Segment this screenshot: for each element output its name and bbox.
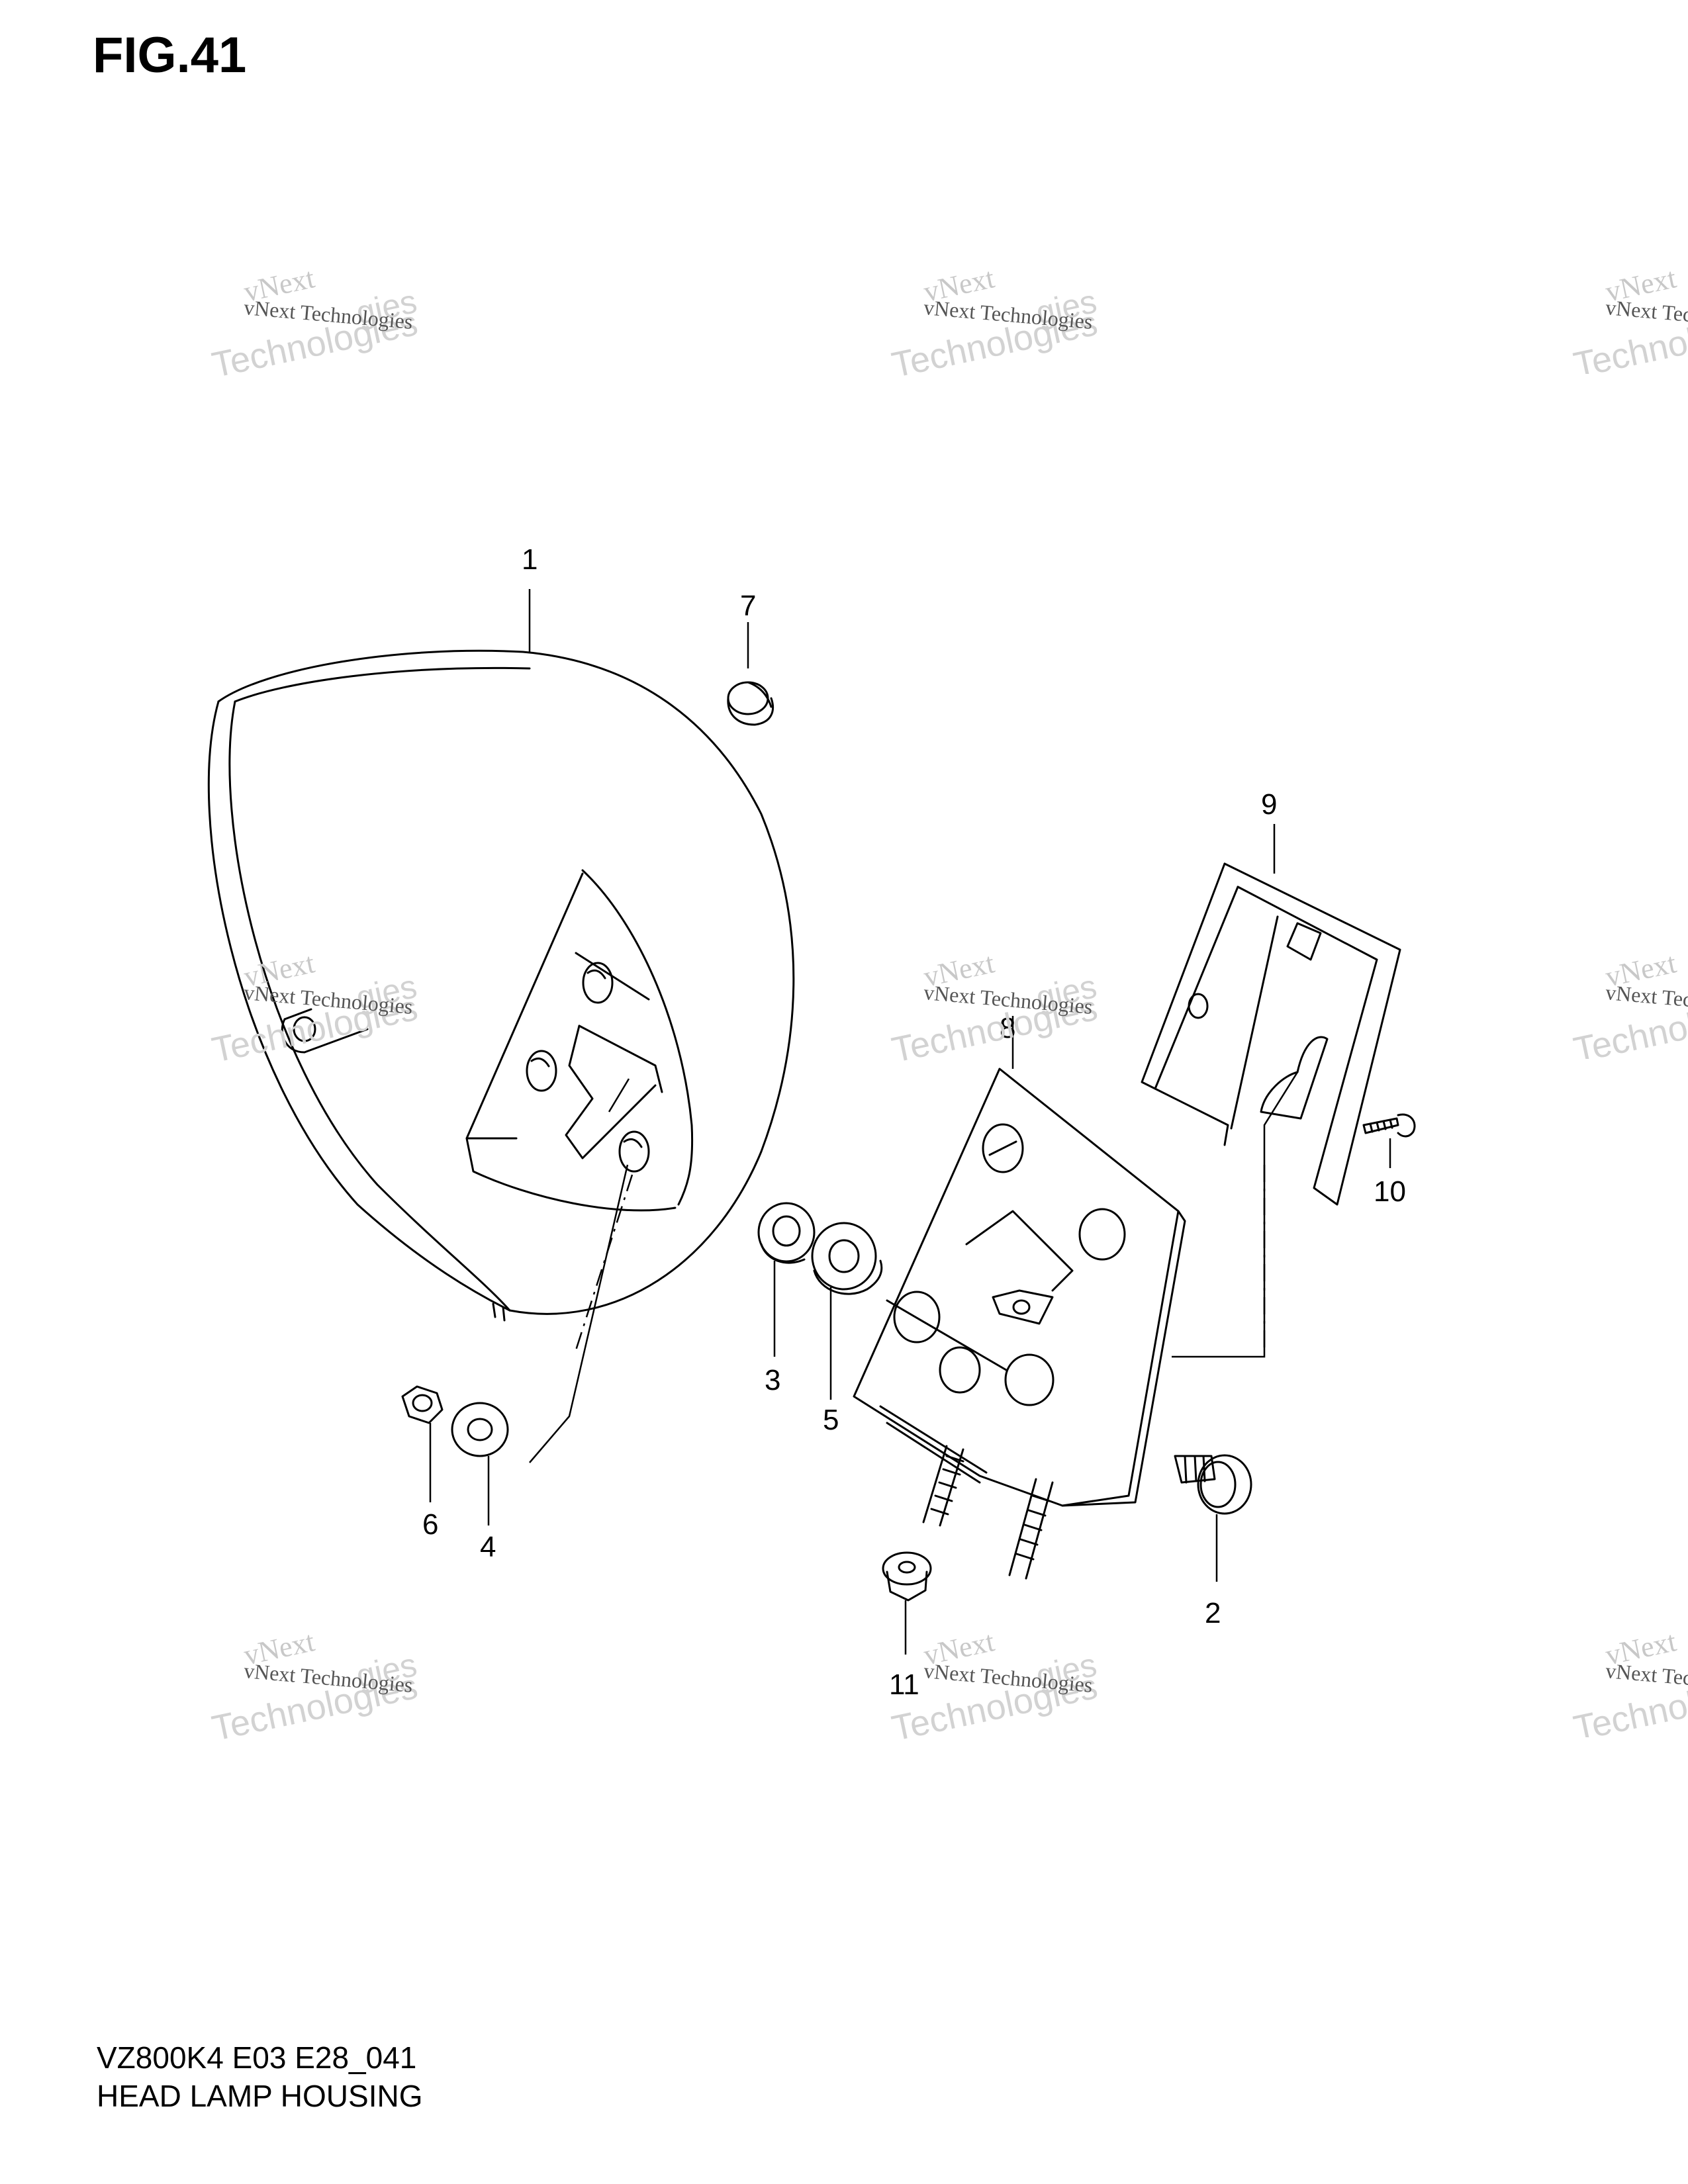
part-8-bracket [853, 1068, 1186, 1580]
callout-5: 5 [823, 1404, 839, 1436]
part-1-housing-shell [207, 649, 795, 1322]
callout-2: 2 [1205, 1597, 1221, 1629]
part-6-nut [401, 1385, 444, 1424]
part-10-screw [1362, 1113, 1416, 1138]
part-7-grommet [727, 681, 774, 726]
callout-3: 3 [765, 1364, 780, 1396]
callout-8: 8 [1000, 1012, 1015, 1044]
callout-7: 7 [740, 590, 756, 622]
part-5-cushion [811, 1222, 883, 1295]
callout-6: 6 [422, 1508, 438, 1541]
part-4-washer [451, 1402, 509, 1457]
callout-1: 1 [522, 543, 538, 576]
leader-lines [429, 589, 1391, 1655]
part-2-bolt [1174, 1454, 1252, 1515]
part-11-flange-nut [882, 1551, 932, 1602]
callout-4: 4 [480, 1531, 496, 1563]
drawing-name: HEAD LAMP HOUSING [97, 2079, 423, 2113]
part-3-cushion [757, 1202, 816, 1264]
assembly-center-lines [575, 1165, 1266, 1351]
figure-title: FIG.41 [93, 27, 247, 83]
part-9-cover [1141, 862, 1401, 1206]
drawing-code: VZ800K4 E03 E28_041 [97, 2040, 417, 2075]
callout-labels: 1 7 9 8 10 3 5 6 4 2 11 [422, 543, 1406, 1701]
callout-9: 9 [1261, 788, 1277, 821]
callout-11: 11 [889, 1668, 919, 1701]
callout-10: 10 [1374, 1175, 1406, 1208]
